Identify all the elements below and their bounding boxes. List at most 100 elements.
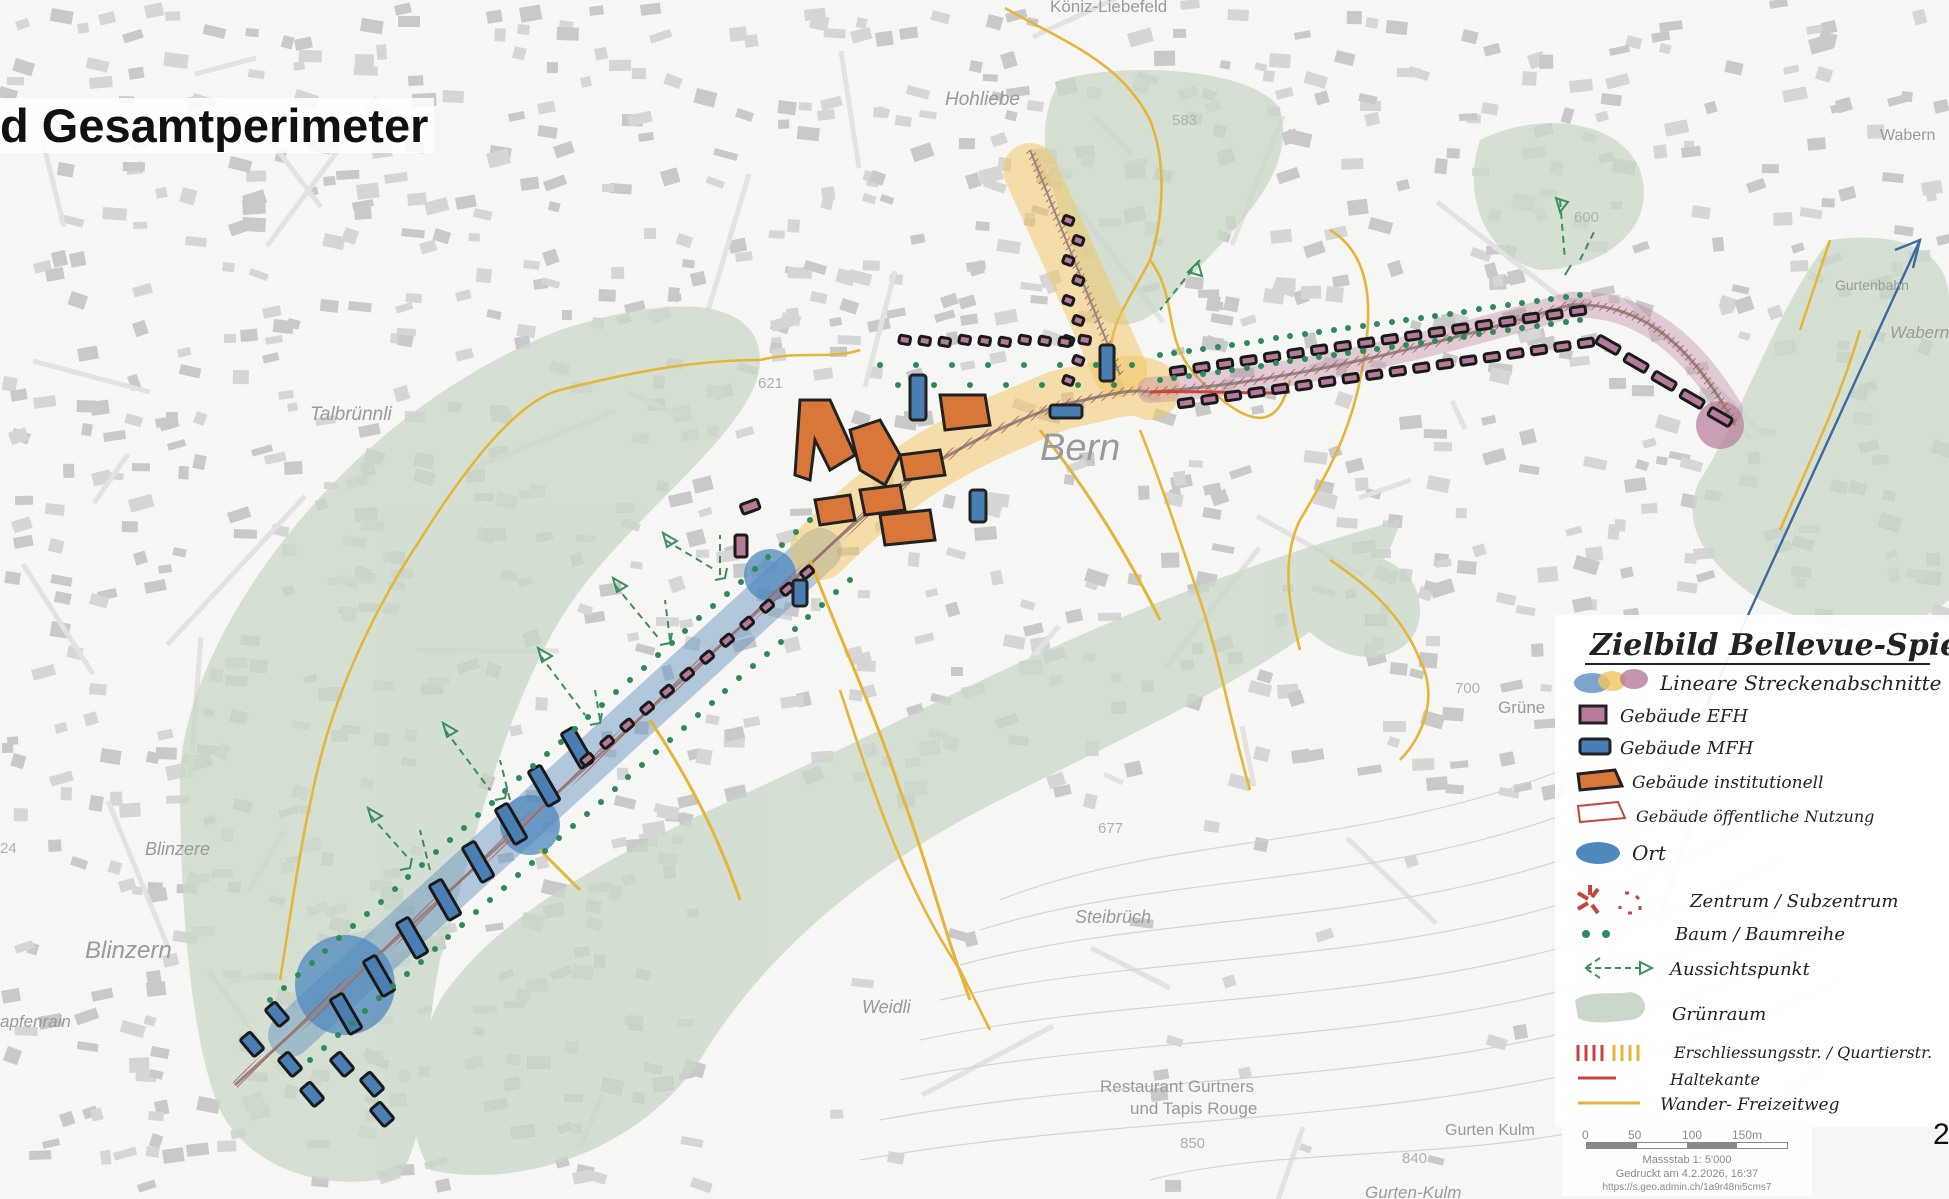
tree <box>1548 296 1554 302</box>
base-building <box>798 102 812 111</box>
base-building <box>541 277 561 289</box>
base-building <box>98 11 117 26</box>
base-building <box>167 439 187 451</box>
institutional-building-2 <box>848 418 902 488</box>
base-building <box>38 1013 63 1030</box>
building-public-swatch <box>1576 800 1627 824</box>
base-building <box>76 345 99 362</box>
base-building <box>1340 157 1364 170</box>
tree <box>598 799 604 805</box>
efh-building <box>1404 329 1423 342</box>
base-building <box>336 169 360 180</box>
tree <box>1215 344 1221 350</box>
label-apfenrain: apfenrain <box>0 1012 71 1031</box>
tree <box>529 860 535 866</box>
legend-label-efh: Gebäude EFH <box>1620 706 1748 727</box>
tree <box>1461 334 1467 340</box>
efh-building <box>1576 336 1596 350</box>
base-building <box>1936 233 1949 246</box>
base-building <box>59 214 85 228</box>
base-building <box>475 268 492 284</box>
base-building <box>812 367 834 381</box>
base-building <box>155 186 168 199</box>
base-building <box>1761 164 1779 174</box>
base-building <box>1254 61 1268 72</box>
efh-building <box>1380 332 1399 346</box>
base-building <box>850 26 873 44</box>
mfh-building <box>428 878 462 922</box>
tree <box>1418 340 1424 346</box>
base-building <box>398 16 420 27</box>
tree <box>433 849 439 855</box>
tree <box>1186 348 1192 354</box>
base-building <box>147 887 168 903</box>
base-road <box>705 173 752 312</box>
base-building <box>1482 447 1507 466</box>
base-building <box>121 520 138 533</box>
base-building <box>611 266 625 279</box>
base-building <box>787 267 812 279</box>
base-building <box>1425 635 1440 647</box>
base-building <box>676 793 699 809</box>
base-building <box>12 57 36 77</box>
base-building <box>1515 605 1536 617</box>
tree <box>1476 306 1482 312</box>
base-building <box>1251 404 1265 415</box>
viewpoints <box>369 199 1596 871</box>
base-building <box>1488 366 1512 386</box>
tree <box>792 626 798 632</box>
base-building <box>91 987 114 1002</box>
base-building <box>876 105 891 119</box>
base-building <box>1219 60 1231 70</box>
legend-label-hiking: Wander- Freizeitweg <box>1660 1095 1840 1115</box>
base-building <box>146 981 167 997</box>
legend-label-green: Grünraum <box>1672 1004 1766 1025</box>
base-building <box>963 930 979 948</box>
base-building <box>348 301 372 313</box>
base-building <box>148 1111 164 1122</box>
base-building <box>1799 207 1823 220</box>
tree <box>515 872 521 878</box>
base-building <box>172 547 187 558</box>
tree <box>1403 342 1409 348</box>
tree <box>1374 321 1380 327</box>
base-road <box>1102 771 1125 786</box>
base-building <box>644 228 656 239</box>
base-road <box>1275 1126 1306 1199</box>
center-swatch <box>1576 885 1642 915</box>
base-building <box>228 218 251 237</box>
base-building <box>1821 19 1838 35</box>
base-building <box>246 170 267 182</box>
base-building <box>996 238 1021 255</box>
tree <box>1360 323 1366 329</box>
base-building <box>88 593 110 609</box>
base-building <box>1124 760 1143 778</box>
base-building <box>631 68 646 80</box>
mfh-building-3 <box>1048 403 1084 420</box>
tree <box>1389 319 1395 325</box>
legend-label-mfh: Gebäude MFH <box>1620 738 1754 759</box>
efh-building <box>1506 347 1525 360</box>
base-building <box>1434 558 1452 568</box>
efh-building <box>1678 388 1706 410</box>
base-building <box>60 787 72 801</box>
efh-building <box>1364 368 1384 381</box>
base-building <box>294 36 313 51</box>
base-building <box>777 119 790 129</box>
base-building <box>1389 661 1408 676</box>
base-building <box>434 1178 452 1193</box>
base-building <box>649 28 673 44</box>
tree <box>281 985 287 991</box>
base-building <box>1445 784 1464 795</box>
tree <box>432 946 438 952</box>
tree <box>473 909 479 915</box>
tree <box>1039 382 1045 388</box>
base-building <box>1407 66 1430 82</box>
base-building <box>144 2 165 19</box>
tree <box>335 1032 341 1038</box>
base-building <box>552 140 575 159</box>
base-building <box>653 803 669 816</box>
base-building <box>49 770 74 787</box>
base-building <box>966 260 987 272</box>
